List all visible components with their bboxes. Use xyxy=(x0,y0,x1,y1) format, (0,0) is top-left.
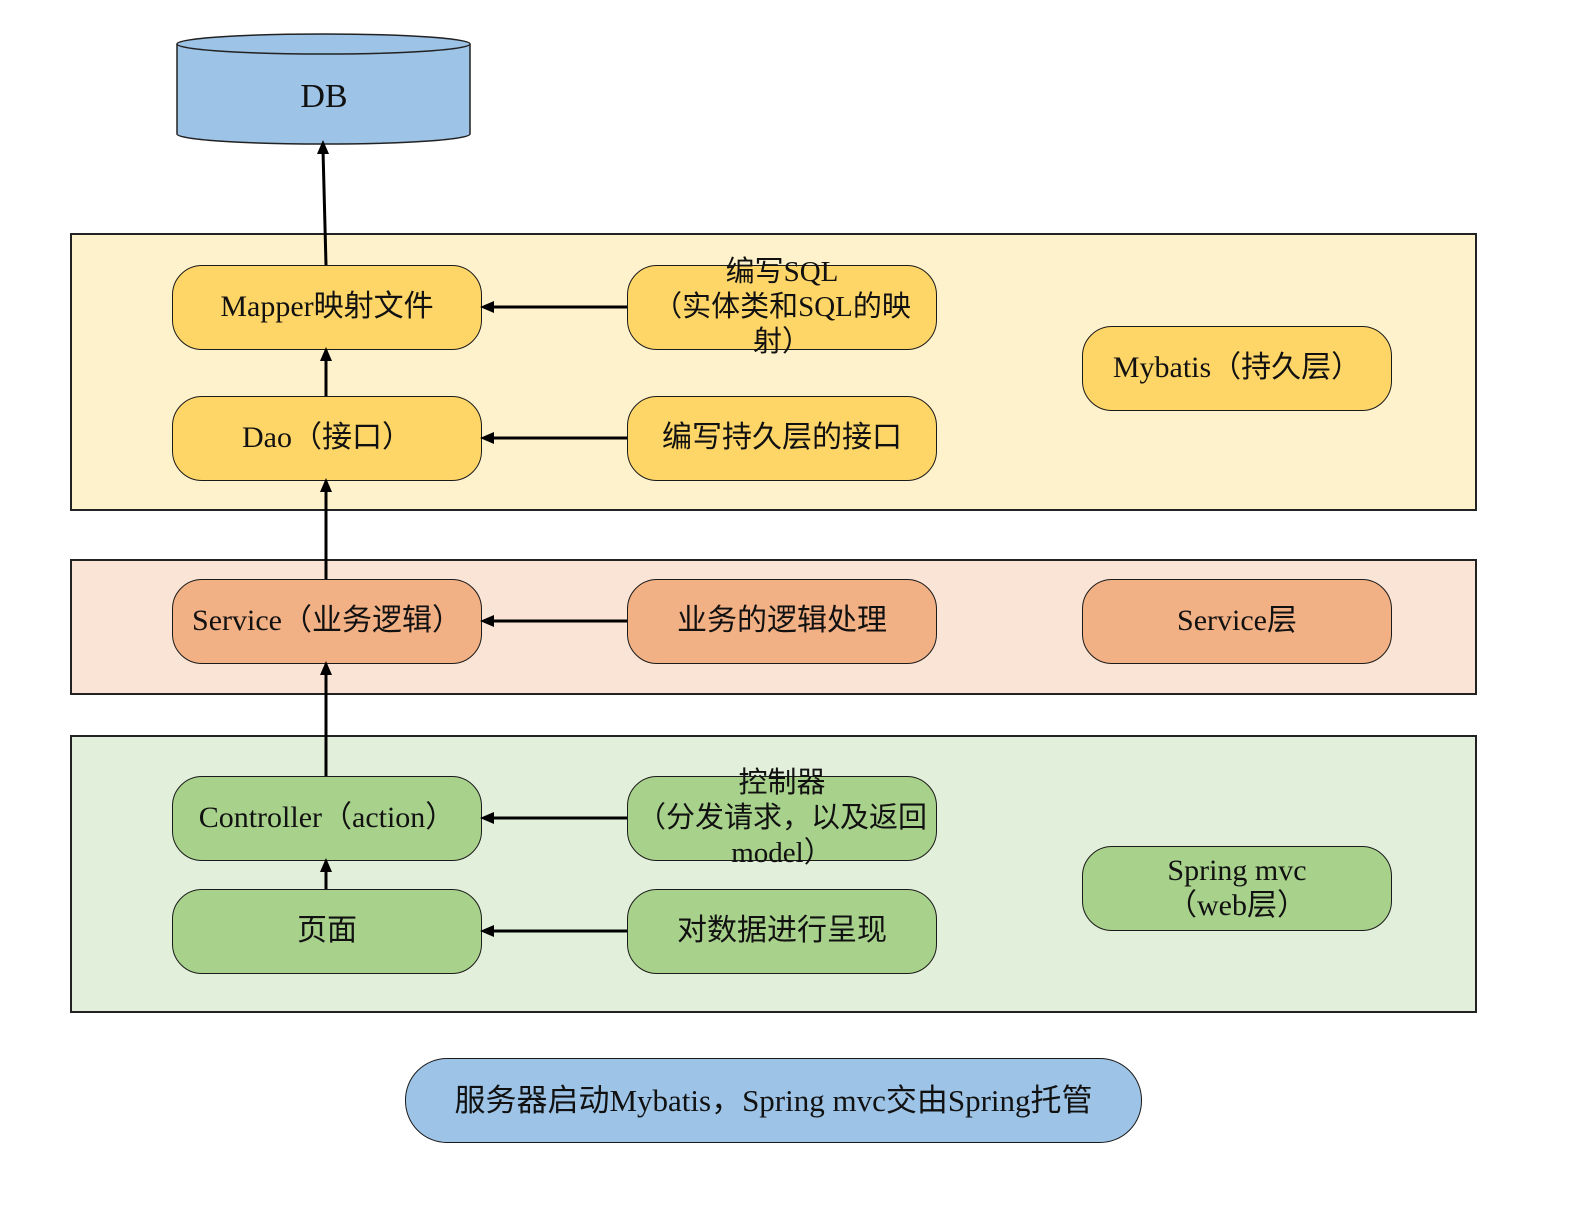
business-logic-label: 业务的逻辑处理 xyxy=(677,604,887,638)
page-node[interactable]: 页面 xyxy=(172,889,482,974)
service-layer-node[interactable]: Service层 xyxy=(1082,579,1392,664)
service-node[interactable]: Service（业务逻辑） xyxy=(172,579,482,664)
service-label: Service（业务逻辑） xyxy=(192,604,462,638)
mybatis-layer-label: Mybatis（持久层） xyxy=(1112,351,1362,385)
write-sql-node[interactable]: 编写SQL （实体类和SQL的映 射） xyxy=(627,256,937,358)
controller-desc-label: 控制器 （分发请求，以及返回 model） xyxy=(636,767,927,869)
spring-mvc-layer-node[interactable]: Spring mvc （web层） xyxy=(1082,846,1392,931)
controller-label: Controller（action） xyxy=(198,801,456,835)
service-layer-label: Service层 xyxy=(1177,604,1297,638)
page-label: 页面 xyxy=(297,914,357,948)
controller-node[interactable]: Controller（action） xyxy=(172,776,482,861)
db-cylinder xyxy=(176,33,471,145)
page-desc-node[interactable]: 对数据进行呈现 xyxy=(627,889,937,974)
footer-label: 服务器启动Mybatis，Spring mvc交由Spring托管 xyxy=(454,1082,1093,1118)
controller-desc-node[interactable]: 控制器 （分发请求，以及返回 model） xyxy=(627,767,937,869)
dao-interface-label: Dao（接口） xyxy=(242,421,412,455)
mapper-file-node[interactable]: Mapper映射文件 xyxy=(172,265,482,350)
spring-mvc-layer-label: Spring mvc （web层） xyxy=(1167,854,1307,922)
db-label: DB xyxy=(300,78,348,115)
mapper-file-label: Mapper映射文件 xyxy=(220,290,434,324)
arrow-mapper-to-db xyxy=(321,149,328,266)
dao-interface-node[interactable]: Dao（接口） xyxy=(172,396,482,481)
page-desc-label: 对数据进行呈现 xyxy=(677,914,887,948)
mybatis-layer-node[interactable]: Mybatis（持久层） xyxy=(1082,326,1392,411)
db-cylinder-top xyxy=(176,33,471,55)
footer-node[interactable]: 服务器启动Mybatis，Spring mvc交由Spring托管 xyxy=(405,1058,1142,1143)
write-interface-label: 编写持久层的接口 xyxy=(662,421,902,455)
write-interface-node[interactable]: 编写持久层的接口 xyxy=(627,396,937,481)
business-logic-node[interactable]: 业务的逻辑处理 xyxy=(627,579,937,664)
write-sql-label: 编写SQL （实体类和SQL的映 射） xyxy=(653,256,911,358)
